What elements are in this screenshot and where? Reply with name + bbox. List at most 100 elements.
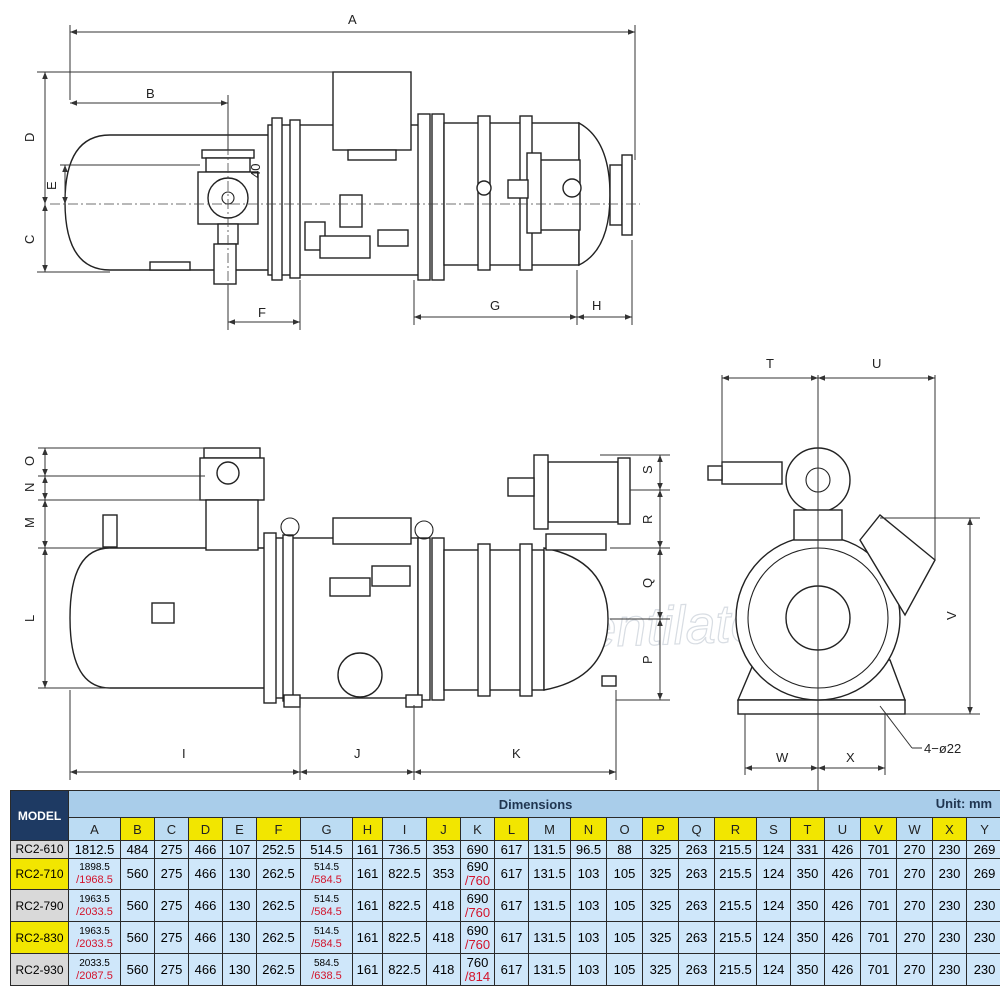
cell-A: 1963.5/2033.5 xyxy=(68,921,121,955)
dim-label-S: S xyxy=(640,465,655,474)
cell-F: 262.5 xyxy=(256,889,301,923)
cell-O: 105 xyxy=(606,889,643,923)
column-letter-N: N xyxy=(570,817,607,841)
cell-U: 426 xyxy=(824,857,861,891)
column-letter-K: K xyxy=(460,817,495,841)
cell-alt-value: /584.5 xyxy=(311,937,342,950)
dimensions-title: Dimensions xyxy=(498,796,573,812)
dim-label-D: D xyxy=(22,133,37,142)
cell-value: 1963.5 xyxy=(79,893,110,905)
column-letter-F: F xyxy=(256,817,301,841)
top-view: A B D E C 40 F G H xyxy=(22,12,640,330)
cell-J: 418 xyxy=(426,889,461,923)
cell-V: 701 xyxy=(860,840,897,859)
cell-H: 161 xyxy=(352,857,383,891)
column-letter-J: J xyxy=(426,817,461,841)
cell-M: 131.5 xyxy=(528,889,571,923)
cell-K: 760/814 xyxy=(460,953,495,986)
dim-label-X: X xyxy=(846,750,855,765)
cell-Q: 263 xyxy=(678,857,715,891)
column-letter-H: H xyxy=(352,817,383,841)
cell-alt-value: /814 xyxy=(464,968,491,984)
cell-W: 270 xyxy=(896,921,933,955)
cell-B: 560 xyxy=(120,953,155,986)
cell-E: 107 xyxy=(222,840,257,859)
cell-O: 105 xyxy=(606,857,643,891)
dim-label-O: O xyxy=(22,456,37,466)
dim-label-M: M xyxy=(22,517,37,528)
cell-U: 426 xyxy=(824,953,861,986)
cell-alt-value: /638.5 xyxy=(311,969,342,982)
cell-Y: 230 xyxy=(965,889,1000,923)
cell-C: 275 xyxy=(154,953,189,986)
cell-D: 466 xyxy=(188,889,223,923)
column-letter-V: V xyxy=(860,817,897,841)
cell-alt-value: /2087.5 xyxy=(76,969,113,982)
cell-value: 514.5 xyxy=(313,861,340,873)
cell-alt-value: /2033.5 xyxy=(76,937,113,950)
model-cell: RC2-710 xyxy=(10,857,69,891)
cell-S: 124 xyxy=(756,921,791,955)
cell-U: 426 xyxy=(824,840,861,859)
cell-D: 466 xyxy=(188,840,223,859)
side-view: O N M L S R Q P I J K xyxy=(22,447,670,780)
cell-C: 275 xyxy=(154,889,189,923)
cell-value: 760 xyxy=(466,954,489,970)
model-cell: RC2-830 xyxy=(10,921,69,955)
cell-I: 822.5 xyxy=(382,921,427,955)
cell-R: 215.5 xyxy=(714,921,757,955)
cell-S: 124 xyxy=(756,857,791,891)
cell-M: 131.5 xyxy=(528,840,571,859)
cell-P: 325 xyxy=(642,840,679,859)
cell-W: 270 xyxy=(896,889,933,923)
column-letter-X: X xyxy=(932,817,967,841)
cell-P: 325 xyxy=(642,953,679,986)
cell-I: 822.5 xyxy=(382,857,427,891)
cell-value: 514.5 xyxy=(313,893,340,905)
cell-U: 426 xyxy=(824,921,861,955)
cell-value: 1963.5 xyxy=(79,925,110,937)
dim-label-Q: Q xyxy=(640,578,655,588)
cell-alt-value: /760 xyxy=(464,936,491,952)
cell-N: 103 xyxy=(570,953,607,986)
cell-V: 701 xyxy=(860,953,897,986)
cell-H: 161 xyxy=(352,953,383,986)
cell-N: 103 xyxy=(570,857,607,891)
column-letter-S: S xyxy=(756,817,791,841)
cell-W: 270 xyxy=(896,857,933,891)
cell-L: 617 xyxy=(494,840,529,859)
cell-S: 124 xyxy=(756,889,791,923)
end-view: T U V W X 4−ø22 xyxy=(707,356,980,790)
cell-L: 617 xyxy=(494,857,529,891)
column-letter-Y: Y xyxy=(965,817,1000,841)
cell-I: 736.5 xyxy=(382,840,427,859)
cell-alt-value: /584.5 xyxy=(311,873,342,886)
column-letter-O: O xyxy=(606,817,643,841)
column-letter-G: G xyxy=(300,817,353,841)
dim-label-T: T xyxy=(766,356,774,371)
cell-I: 822.5 xyxy=(382,889,427,923)
cell-L: 617 xyxy=(494,953,529,986)
cell-J: 353 xyxy=(426,857,461,891)
model-cell: RC2-790 xyxy=(10,889,69,923)
cell-V: 701 xyxy=(860,857,897,891)
cell-X: 230 xyxy=(932,857,967,891)
cell-Y: 230 xyxy=(965,953,1000,986)
cell-V: 701 xyxy=(860,889,897,923)
cell-D: 466 xyxy=(188,857,223,891)
cell-value: 690 xyxy=(466,890,489,906)
dim-label-N: N xyxy=(22,483,37,492)
dim-label-E: E xyxy=(44,181,59,190)
cell-A: 1963.5/2033.5 xyxy=(68,889,121,923)
column-letter-A: A xyxy=(68,817,121,841)
cell-K: 690/760 xyxy=(460,889,495,923)
cell-N: 103 xyxy=(570,889,607,923)
column-letter-Q: Q xyxy=(678,817,715,841)
cell-B: 560 xyxy=(120,857,155,891)
cell-X: 230 xyxy=(932,889,967,923)
dim-label-G: G xyxy=(490,298,500,313)
